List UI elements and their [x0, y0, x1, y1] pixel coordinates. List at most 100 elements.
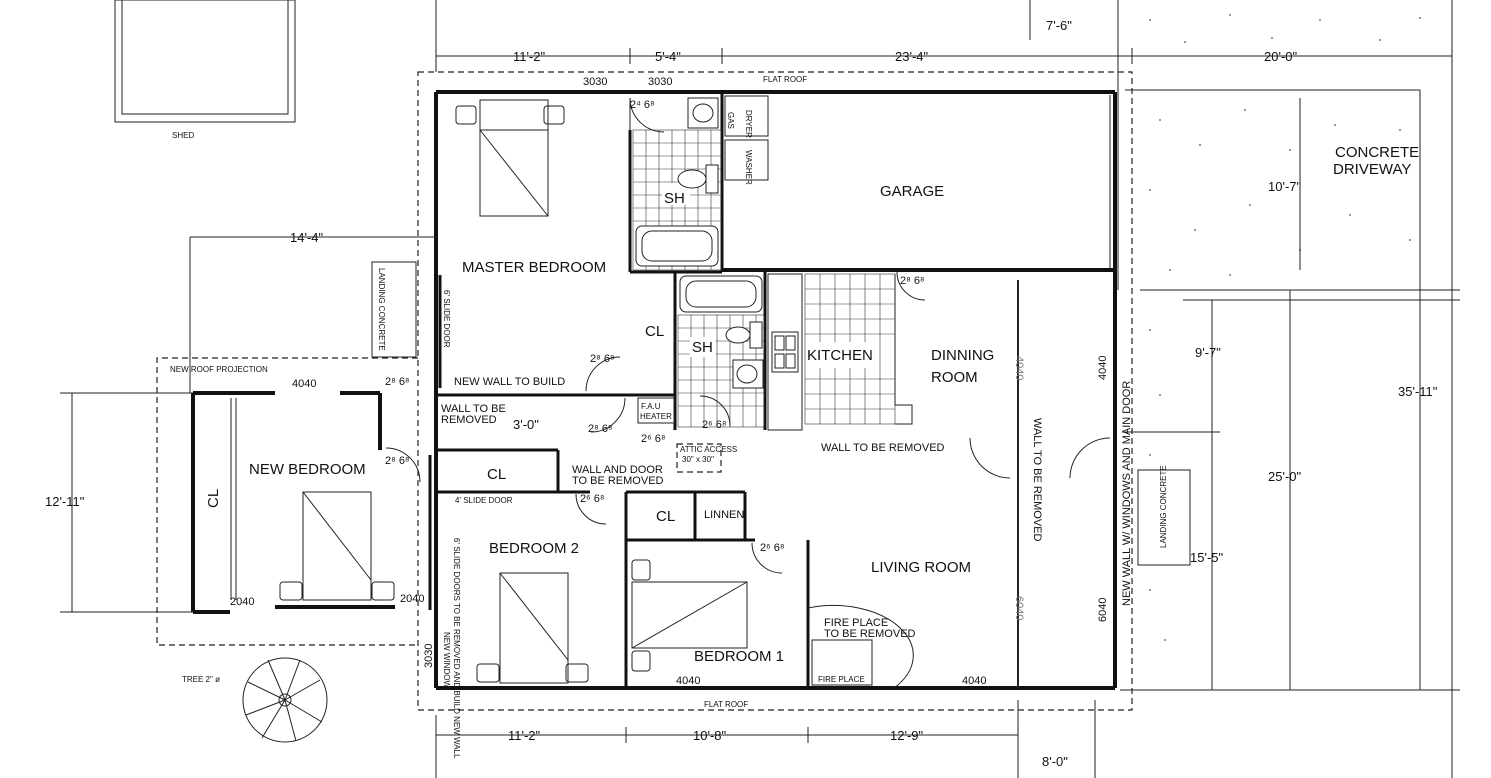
attic-label-2: 30" x 30": [682, 455, 714, 464]
sh-hall-label: SH: [692, 339, 713, 356]
window-3030-a: 3030: [583, 76, 607, 88]
cl-new-bedroom-label: CL: [205, 489, 222, 508]
dim-3-0: 3'-0": [513, 417, 539, 432]
slide-doors-removed-note: 6' SLIDE DOORS TO BE REMOVED AND BUILD N…: [452, 538, 461, 759]
new-bedroom-bed: [279, 491, 395, 601]
window-6040-right: 6040: [1097, 598, 1109, 622]
new-window-note: NEW WINDOW: [442, 632, 451, 688]
dim-bottom-10-8: 10'-8": [693, 728, 727, 743]
window-3030-left: 3030: [423, 644, 435, 668]
door-2868-newbed-b: 2⁸ 6⁸: [385, 455, 410, 467]
hall-bath-fixtures: [679, 275, 764, 389]
dim-10-7: 10'-7": [1268, 179, 1302, 194]
window-2040-b: 2040: [400, 593, 424, 605]
dim-bottom-8-0: 8'-0": [1042, 754, 1068, 769]
dim-15-5: 15'-5": [1190, 550, 1224, 565]
dim-25-0: 25'-0": [1268, 469, 1302, 484]
landing-concrete-left-label: LANDING CONCRETE: [377, 268, 386, 351]
fireplace-removed-note-1: FIRE PLACE: [824, 617, 888, 629]
window-4040-new: 4040: [292, 378, 316, 390]
washer-label: WASHER: [744, 150, 753, 185]
driveway-speckles: [1149, 14, 1421, 641]
garage-label: GARAGE: [880, 183, 944, 200]
window-4040-bed1: 4040: [676, 675, 700, 687]
dim-bottom-11-2: 11'-2": [508, 728, 541, 743]
sh-master-label: SH: [664, 190, 685, 207]
fau-heater: [637, 397, 675, 424]
kitchen-label: KITCHEN: [807, 347, 873, 364]
door-2868-hallb: 2⁸ 6⁸: [588, 423, 613, 435]
cl-bedroom2-label: CL: [487, 466, 506, 483]
driveway-label: DRIVEWAY: [1333, 161, 1411, 178]
window-4040-right: 4040: [1097, 356, 1109, 380]
interior-walls: [436, 92, 1019, 688]
door-2468: 2⁴ 6⁸: [630, 99, 655, 111]
kitchen-label-bg: [806, 342, 874, 368]
heater-label: HEATER: [640, 412, 672, 421]
wall-door-removed-note-1: WALL AND DOOR: [572, 464, 663, 476]
door-2868-garage: 2⁸ 6⁸: [900, 275, 925, 287]
wall-removed-note-2: REMOVED: [441, 414, 497, 426]
master-bed: [455, 99, 565, 217]
dim-top-5-4: 5'-4": [655, 49, 681, 64]
fau-label: F.A.U: [641, 402, 661, 411]
shed-label: SHED: [172, 131, 194, 140]
landing-concrete-left: LANDING CONCRETE: [371, 261, 417, 358]
gas-label: GAS: [726, 112, 735, 129]
landing-concrete-right: LANDING CONCRETE: [1137, 465, 1191, 566]
wall-removed-kitchen-note: WALL TO BE REMOVED: [821, 442, 945, 454]
room-label: ROOM: [931, 369, 978, 386]
landing-concrete-right-label: LANDING CONCRETE: [1159, 465, 1168, 548]
sh-master-bg: [662, 183, 690, 205]
new-wall-main-door-note: NEW WALL W/ WINDOWS AND MAIN DOOR: [1121, 381, 1133, 606]
door-2868-newbed-a: 2⁸ 6⁸: [385, 376, 410, 388]
master-bedroom-label: MASTER BEDROOM: [462, 259, 606, 276]
roof-outline: [417, 71, 1133, 711]
master-bath-fixtures: [635, 97, 719, 267]
door-swings: [385, 97, 1111, 689]
fire-place-note: FIRE PLACE: [818, 675, 865, 684]
door-2668-bed2: 2⁶ 6⁸: [580, 493, 604, 505]
dim-top-20-0: 20'-0": [1264, 49, 1298, 64]
dinning-label: DINNING: [931, 347, 994, 364]
bedroom1-label: BEDROOM 1: [694, 648, 784, 665]
window-3030-b: 3030: [648, 76, 672, 88]
wall-removed-vertical-note: WALL TO BE REMOVED: [1031, 418, 1043, 542]
cl-bedroom1-label: CL: [656, 508, 675, 525]
laundry-appliances: DRYER WASHER GAS: [724, 95, 769, 185]
flat-roof-bottom-label: FLAT ROOF: [704, 700, 748, 709]
dimension-lines: [60, 0, 1460, 778]
driveway-area: CONCRETE DRIVEWAY: [1117, 0, 1460, 778]
dim-bottom-12-9: 12'-9": [890, 728, 924, 743]
living-room-label: LIVING ROOM: [871, 559, 971, 576]
bedroom1-bed: [631, 559, 748, 672]
tree-symbol: [242, 657, 328, 743]
sh-hall-bg: [690, 337, 716, 357]
attic-label-1: ATTIC ACCESS: [680, 445, 737, 454]
tree-label: TREE 2" ø: [182, 675, 220, 684]
new-roof-projection-outline: [156, 357, 418, 646]
exterior-walls: [434, 90, 1117, 690]
dim-top-23-4: 23'-4": [895, 49, 929, 64]
door-2668-hall: 2⁶ 6⁸: [641, 433, 665, 445]
slide-door-4-note: 4' SLIDE DOOR: [455, 496, 513, 505]
door-2668-bath: 2⁶ 6⁸: [702, 419, 726, 431]
new-wall-build-note: NEW WALL TO BUILD: [454, 376, 565, 388]
linnen-label: LINNEN: [704, 509, 744, 521]
dim-14-4: 14'-4": [290, 230, 324, 245]
attic-access: [676, 443, 722, 473]
wall-removed-note-1: WALL TO BE: [441, 403, 506, 415]
kitchen-counter: [767, 273, 803, 431]
new-bedroom-walls: [191, 391, 432, 614]
wall-door-removed-note-2: TO BE REMOVED: [572, 475, 664, 487]
window-4040-dining: 4040: [1013, 356, 1025, 380]
new-roof-projection-label: NEW ROOF PROJECTION: [170, 365, 268, 374]
slide-door-6-label: 6' SLIDE DOOR: [442, 290, 451, 348]
dim-12-11: 12'-11": [45, 494, 85, 509]
bedroom2-bed: [476, 572, 589, 684]
dim-top-11-2: 11'-2": [513, 49, 546, 64]
concrete-label: CONCRETE: [1335, 144, 1419, 161]
fireplace-removed-note-2: TO BE REMOVED: [824, 628, 916, 640]
new-bedroom-label: NEW BEDROOM: [249, 461, 366, 478]
